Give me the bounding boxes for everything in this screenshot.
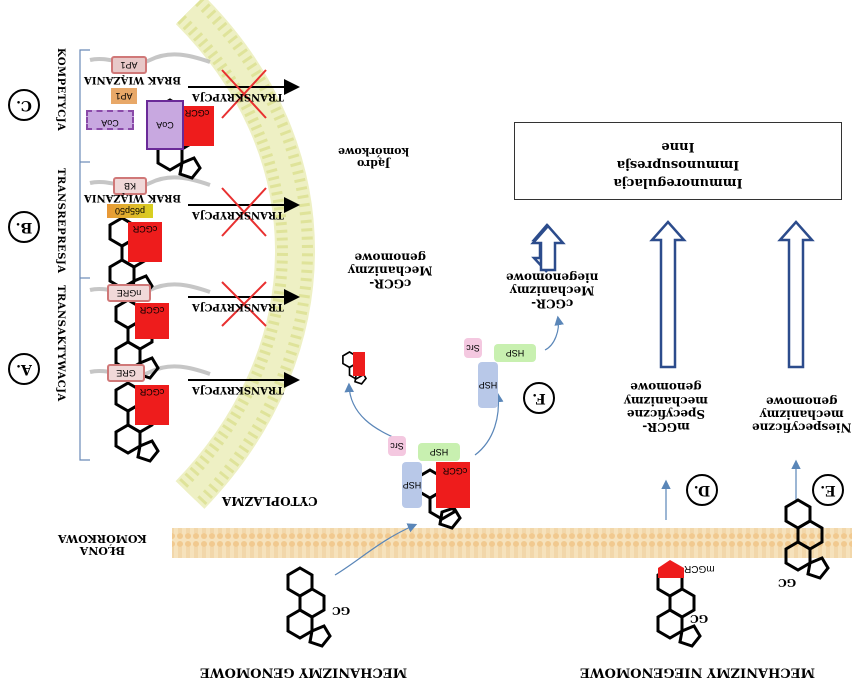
marker-d: D. bbox=[686, 474, 718, 506]
cgcr-label-c: cGCR bbox=[184, 108, 210, 118]
cgcr-block-cyto bbox=[436, 462, 470, 508]
coa-box-outer: CoA bbox=[86, 110, 134, 130]
effect-immunoregulation: Immunoregulacja bbox=[613, 175, 743, 190]
kb-label: KB bbox=[124, 181, 137, 191]
hsp-tall-cyto: HSP bbox=[402, 462, 422, 508]
nongenomic-mechanisms-title: MECHANIZMY NIEGENOMOWE bbox=[580, 664, 815, 680]
marker-a: A. bbox=[8, 353, 40, 385]
ap1-box-bottom: AP1 bbox=[111, 88, 137, 104]
no-binding-c: BRAK WIĄZANIA bbox=[84, 74, 181, 85]
hollow-arrow-f bbox=[530, 224, 566, 272]
mgcr-specific-label: mGCR- Specyficzne mechanizmy genomowe bbox=[624, 380, 708, 434]
ngre-box: nGRE bbox=[107, 284, 151, 302]
cgcr-nongenomic-label: cGCR- Mechanizmy niegenomowe bbox=[506, 270, 599, 311]
marker-f: F. bbox=[523, 382, 555, 414]
cgcr-label-a2: cGCR bbox=[139, 305, 165, 315]
cgcr-block-nucleus bbox=[353, 352, 365, 376]
src-f: Src bbox=[464, 338, 482, 358]
no-binding-b: BRAK WIĄZANIA bbox=[84, 192, 181, 203]
coa-box-inner: CoA bbox=[146, 100, 184, 150]
cgcr-label-a1: cGCR bbox=[139, 387, 165, 397]
effect-other: Inne bbox=[661, 139, 695, 154]
p65p50-label: p65p50 bbox=[114, 206, 146, 216]
cgcr-label-b: cGCR bbox=[132, 224, 158, 234]
cgcr-genomic-label: cGCR- Mechanizmy genomowe bbox=[348, 250, 433, 291]
cgcr-block-c bbox=[180, 106, 214, 146]
blocked-crosses bbox=[221, 69, 267, 327]
side-label-a: TRANSAKTYWACJA bbox=[55, 285, 66, 402]
cgcr-block-a1 bbox=[135, 385, 169, 425]
src-cyto: Src bbox=[388, 436, 406, 456]
nuclear-envelope bbox=[175, 0, 315, 509]
cgcr-block-a2 bbox=[135, 303, 169, 339]
effect-immunosuppression: Immunosupresja bbox=[616, 157, 740, 172]
gc-label-nonspec: GC bbox=[778, 576, 797, 590]
transcription-label-b: TRANSKRYPCJA bbox=[192, 209, 284, 220]
coa-label: CoA bbox=[101, 118, 119, 128]
cell-membrane bbox=[172, 528, 852, 558]
ap1-box-top: AP1 bbox=[111, 56, 147, 74]
genomic-mechanisms-title: MECHANIZMY GENOMOWE bbox=[200, 664, 408, 680]
ap1-label-top: AP1 bbox=[120, 60, 138, 70]
marker-b: B. bbox=[8, 211, 40, 243]
left-brackets bbox=[79, 49, 90, 461]
ap1-label: AP1 bbox=[115, 91, 133, 101]
gc-to-nucleus-arrow bbox=[344, 382, 401, 441]
transcription-label-c: TRANSKRYPCJA bbox=[192, 91, 284, 102]
gre-label: GRE bbox=[116, 368, 136, 378]
hsp-green-cyto: HSP bbox=[418, 443, 460, 461]
cgcr-block-b bbox=[128, 222, 162, 262]
effects-box: Immunoregulacja Immunosupresja Inne bbox=[514, 122, 842, 200]
marker-c: C. bbox=[8, 89, 40, 121]
side-label-c: KOMPETYCJA bbox=[55, 48, 66, 132]
gc-entry-arrow bbox=[334, 523, 418, 576]
f-to-cgcr-arrow bbox=[544, 315, 564, 351]
ngre-label: nGRE bbox=[116, 288, 142, 298]
coa-label-2: CoA bbox=[156, 120, 174, 130]
side-label-b: TRANSREPRESJA bbox=[55, 168, 66, 274]
mgcr-receptor-label: mGCR bbox=[684, 563, 715, 574]
hsp-green-f: HSP bbox=[494, 344, 536, 362]
cytoplasm-label: CYTOPLAZMA bbox=[222, 494, 318, 509]
hsp-to-f-arrow bbox=[474, 392, 504, 456]
transcription-label-a2: TRANSKRYPCJA bbox=[192, 301, 284, 312]
gre-box: GRE bbox=[107, 364, 145, 382]
transcription-label-a1: TRANSKRYPCJA bbox=[192, 384, 284, 395]
marker-e: E. bbox=[812, 474, 844, 506]
p65p50-box: p65p50 bbox=[107, 204, 153, 218]
gc-label-mgcr: GC bbox=[690, 612, 709, 626]
nonspecific-label: Niespecyficzne mechanizmy genomowe bbox=[752, 394, 852, 435]
gc-label-free: GC bbox=[332, 604, 351, 618]
hsp-tall-f: HSP bbox=[478, 362, 498, 408]
cgcr-label-cyto: cGCR bbox=[442, 466, 468, 476]
mgcr-receptor-shape bbox=[658, 560, 684, 578]
